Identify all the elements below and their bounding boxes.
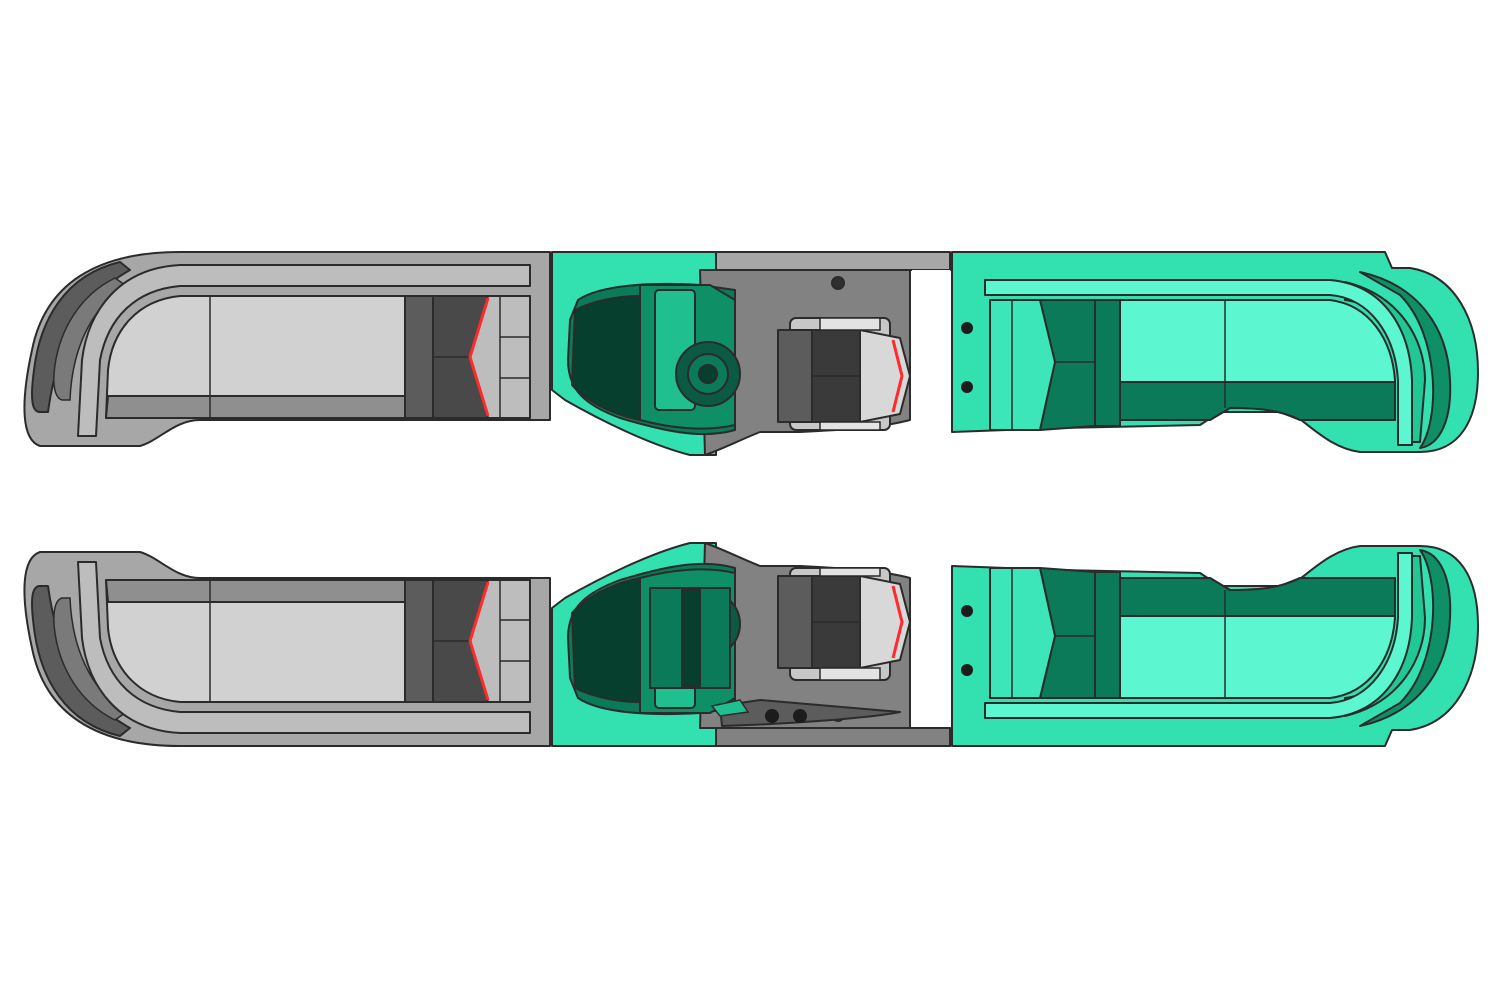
- top-deck-panel: [22, 250, 1480, 457]
- bottom-panel-details: [649, 587, 951, 747]
